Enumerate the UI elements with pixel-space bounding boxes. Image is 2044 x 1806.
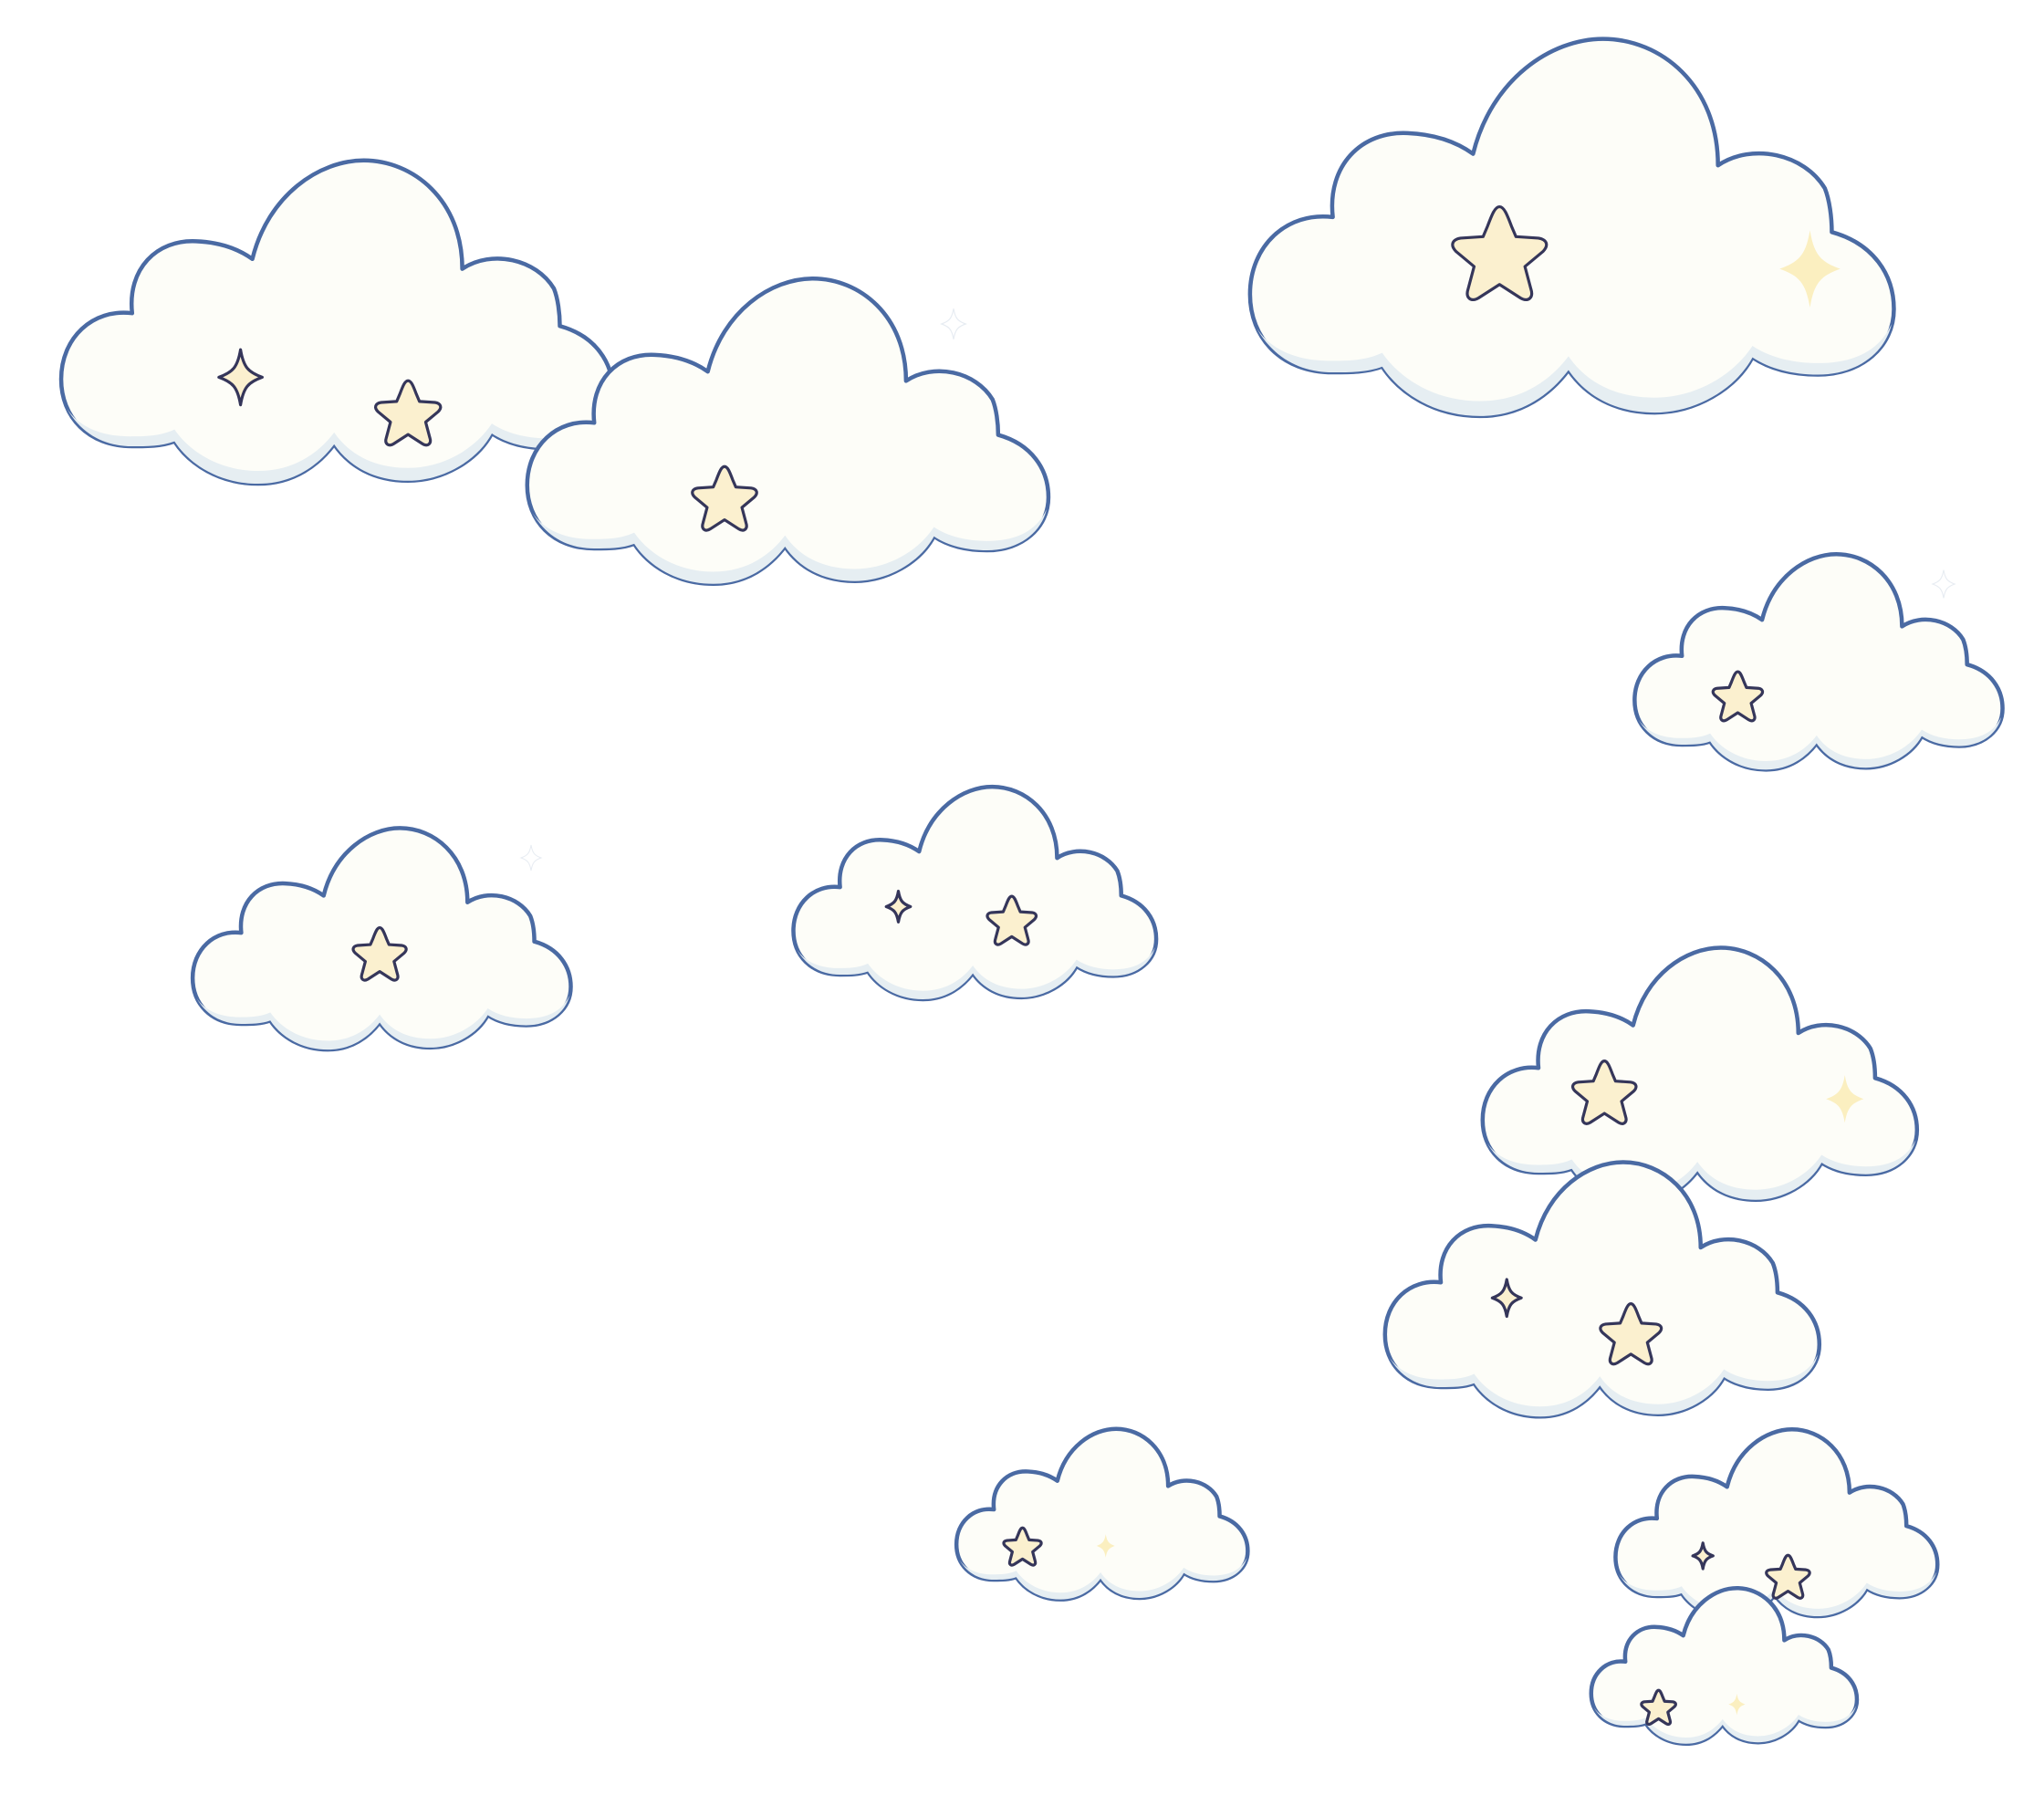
cloud-icon bbox=[527, 278, 1048, 584]
cloud-body bbox=[1483, 948, 1917, 1203]
faint-sparkle-icon bbox=[941, 308, 966, 340]
faint-sparkle-icon bbox=[520, 844, 542, 872]
faint-sparkle-icon bbox=[1932, 569, 1955, 599]
cloud-body bbox=[61, 161, 613, 484]
cloud-body bbox=[956, 1429, 1247, 1600]
cloud-icon bbox=[1483, 948, 1917, 1203]
cloud-body bbox=[527, 278, 1048, 584]
cloud-body bbox=[1250, 39, 1894, 416]
cloud-body bbox=[793, 787, 1156, 999]
cloud-icon bbox=[61, 161, 613, 484]
cloud-icon bbox=[1250, 39, 1894, 416]
clouds-layer bbox=[61, 39, 2003, 1744]
cloud-icon bbox=[193, 828, 570, 1049]
cloud-icon bbox=[1615, 1429, 1937, 1618]
cloud-icon bbox=[793, 787, 1156, 999]
cloud-icon bbox=[956, 1429, 1247, 1600]
cloud-body bbox=[1634, 554, 2002, 769]
cloud-icon bbox=[1634, 554, 2002, 769]
